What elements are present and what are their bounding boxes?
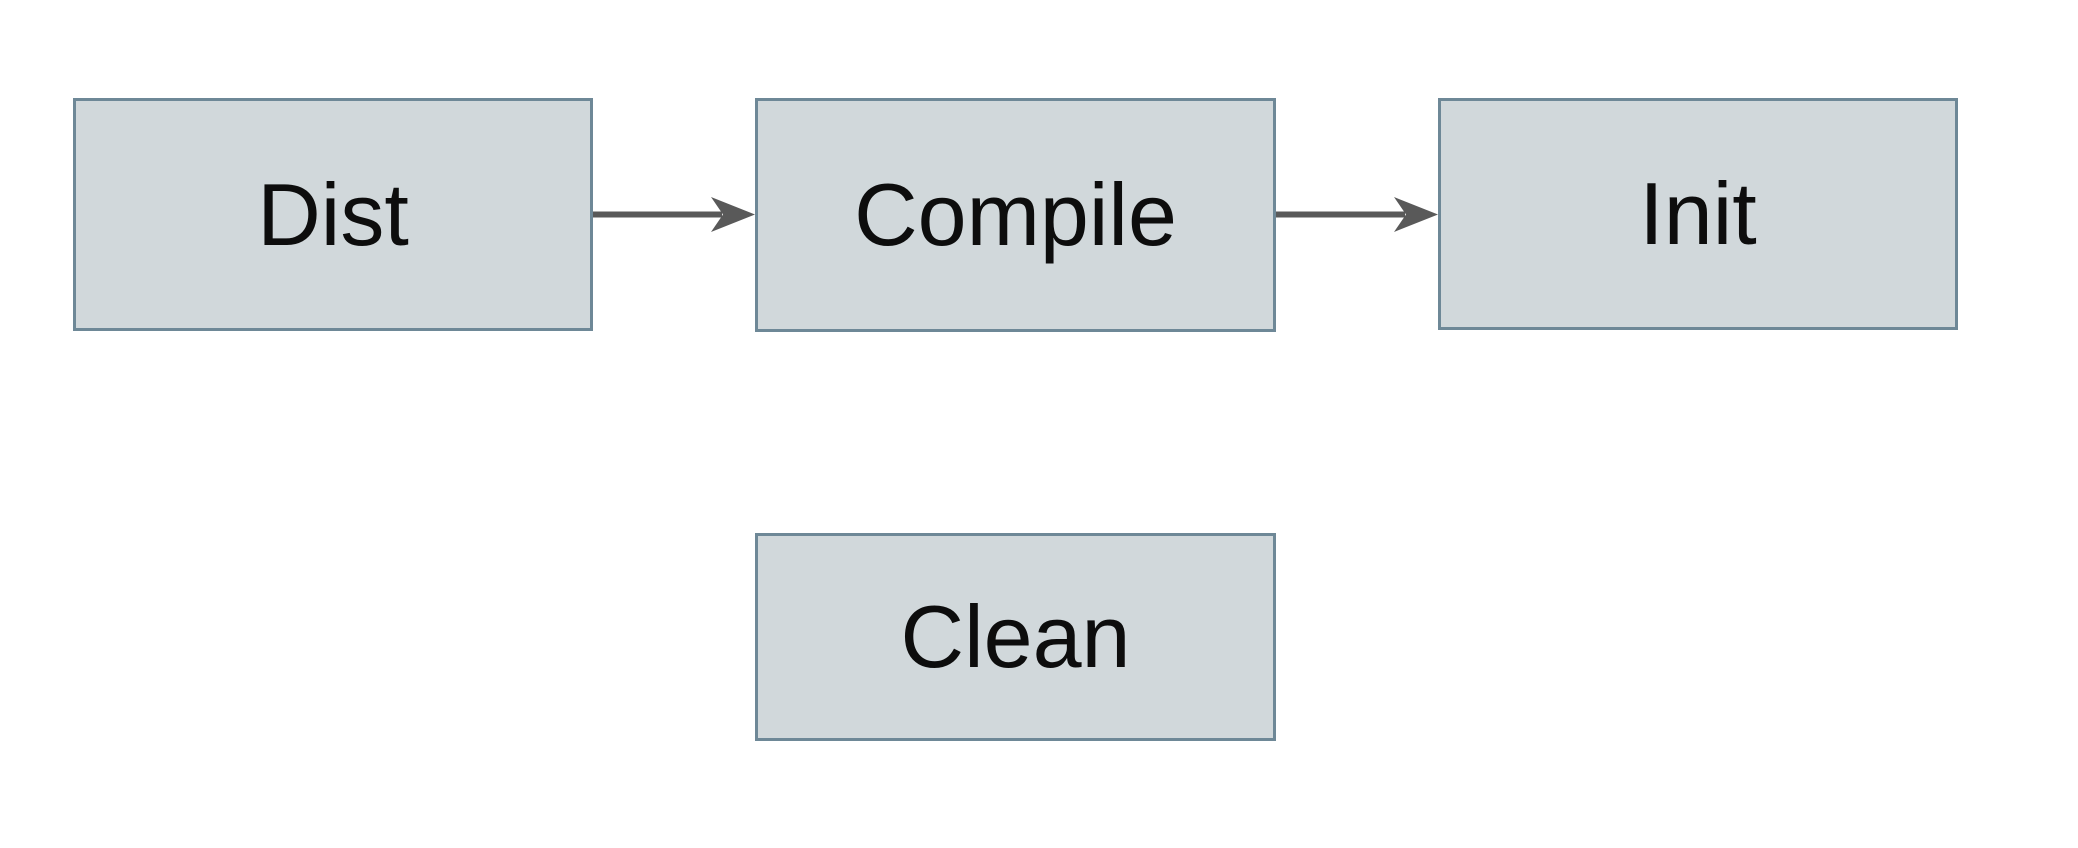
node-dist: Dist [73, 98, 593, 331]
node-compile: Compile [755, 98, 1276, 332]
arrow-dist-to-compile [593, 197, 755, 232]
node-init: Init [1438, 98, 1958, 330]
node-dist-label: Dist [257, 164, 409, 264]
node-clean: Clean [755, 533, 1276, 741]
arrow-compile-to-init [1276, 197, 1438, 232]
node-init-label: Init [1639, 164, 1757, 263]
node-compile-label: Compile [854, 165, 1177, 264]
node-clean-label: Clean [900, 587, 1131, 686]
